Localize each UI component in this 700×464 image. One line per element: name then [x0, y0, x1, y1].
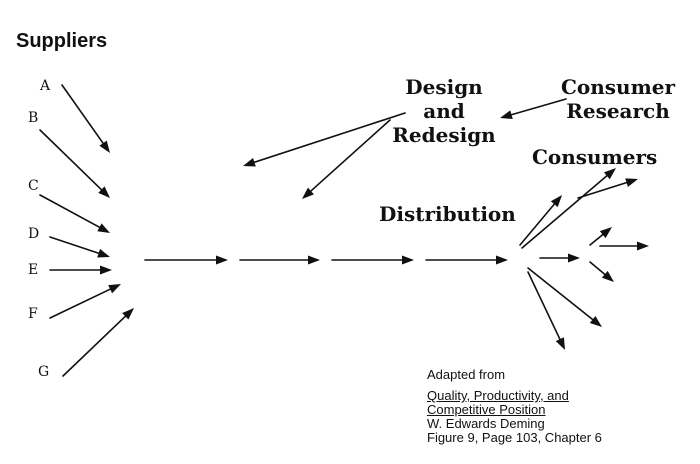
flow-arrow-3 — [331, 255, 414, 265]
design-label-line2: and — [423, 99, 465, 123]
suppliers-title: Suppliers — [16, 30, 108, 52]
flow-arrow-2 — [239, 255, 320, 265]
supplier-arrow-g — [62, 308, 134, 377]
supplier-arrow-b — [39, 129, 110, 198]
supplier-arrow-e — [49, 265, 112, 275]
consumer-arrow-3 — [577, 178, 638, 199]
design-feedback-arrow-1 — [243, 112, 406, 167]
supplier-label-c: C — [28, 178, 39, 194]
supplier-arrow-c — [39, 194, 110, 233]
supplier-label-f: F — [28, 306, 38, 322]
supplier-arrow-d — [49, 236, 110, 258]
consumer-arrow-2 — [521, 168, 616, 249]
supplier-arrow-a — [61, 84, 110, 153]
citation-block: Adapted from Quality, Productivity, and … — [427, 368, 602, 445]
supplier-label-g: G — [38, 364, 50, 380]
supplier-label-a: A — [40, 78, 51, 94]
consumer-arrow-9 — [527, 271, 565, 350]
citation-book-title-line1: Quality, Productivity, and — [427, 388, 569, 403]
design-feedback-arrow-2 — [302, 119, 391, 199]
flow-arrow-1 — [144, 255, 228, 265]
consumers-label: Consumers — [532, 145, 658, 169]
citation-reference: Figure 9, Page 103, Chapter 6 — [427, 430, 602, 445]
consumer-arrow-7 — [589, 261, 614, 282]
consumer-arrow-5 — [589, 227, 612, 246]
design-label-line3: Redesign — [392, 123, 496, 147]
consumer-research-label-line2: Research — [566, 99, 670, 123]
design-label-line1: Design — [405, 75, 483, 99]
consumer-arrow-8 — [527, 267, 602, 327]
supplier-label-d: D — [28, 226, 40, 242]
flow-arrow-4 — [425, 255, 508, 265]
supplier-label-e: E — [28, 262, 39, 278]
citation-intro: Adapted from — [427, 367, 506, 382]
consumer-arrow-1 — [519, 195, 562, 246]
consumer-research-label-line1: Consumer — [560, 75, 676, 99]
citation-book-title-line2: Competitive Position — [427, 402, 546, 417]
distribution-label: Distribution — [379, 202, 516, 226]
supplier-arrow-f — [49, 284, 121, 319]
consumer-arrow-6 — [599, 241, 649, 251]
supplier-label-b: B — [28, 110, 39, 126]
citation-author: W. Edwards Deming — [427, 416, 545, 431]
consumer-arrow-4 — [539, 253, 580, 263]
research-arrow — [500, 98, 567, 120]
